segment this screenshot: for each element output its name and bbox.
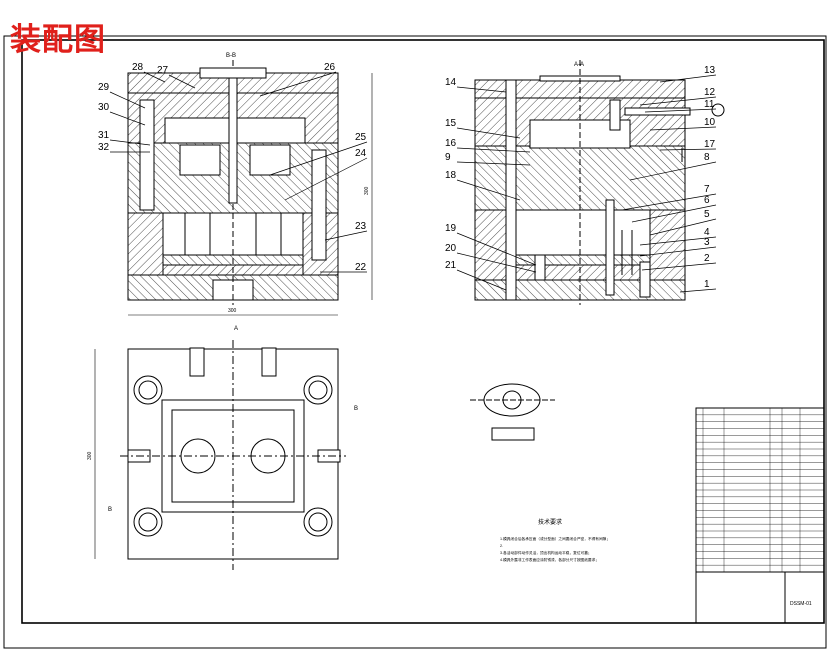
tech-req-line-3: 3.各活动部件动作灵活，顶出机构运动平稳，复位可靠； (500, 550, 592, 555)
callout-leader (649, 126, 717, 131)
front-width-dim: 300 (228, 308, 237, 314)
callout-15: 15 (445, 118, 457, 129)
callout-leader (679, 288, 717, 293)
callout-30: 30 (98, 102, 110, 113)
callout-22: 22 (355, 262, 367, 273)
plan-left-dim: 300 (87, 451, 93, 460)
plan-view: A 300 B B (87, 326, 358, 570)
callout-1: 1 (704, 279, 710, 290)
callout-20: 20 (445, 243, 457, 254)
callout-leader (456, 127, 521, 139)
callout-10: 10 (704, 117, 716, 128)
front-height-dim: 300 (364, 186, 370, 195)
callout-17: 17 (704, 139, 716, 150)
callout-21: 21 (445, 260, 457, 271)
tech-req-line-2: 2. (500, 544, 503, 548)
callout-leader (284, 157, 368, 201)
plan-section-label: A (234, 326, 238, 332)
outer-border (3, 35, 827, 649)
callout-leader (168, 74, 196, 89)
title-block-code: DSSM-01 (790, 601, 812, 607)
callout-25: 25 (355, 132, 367, 143)
callout-24: 24 (355, 148, 367, 159)
callout-leader (324, 230, 368, 241)
front-section-label: B-B (226, 53, 236, 59)
callout-leader (109, 139, 151, 146)
front-view: B-B 300 300 (127, 53, 373, 316)
callout-leader (109, 91, 146, 109)
callout-leader (631, 204, 717, 223)
side-view: A-A (474, 60, 725, 305)
plan-side-mark-right: B (354, 406, 358, 412)
callout-13: 13 (704, 65, 716, 76)
callout-29: 29 (98, 82, 110, 93)
callout-11: 11 (704, 99, 715, 110)
callout-19: 19 (445, 223, 457, 234)
callout-14: 14 (445, 77, 457, 88)
callout-4: 4 (704, 227, 710, 238)
callout-leader (456, 161, 531, 166)
title-block: DSSM-01 (695, 407, 825, 624)
callout-27: 27 (157, 65, 169, 76)
side-section-label: A-A (574, 62, 584, 68)
drawing-title: 装配图 (10, 22, 106, 58)
callout-leader (456, 147, 531, 153)
callout-31: 31 (98, 130, 110, 141)
callout-leader (109, 111, 146, 126)
callout-leader (649, 218, 717, 236)
callout-9: 9 (445, 152, 451, 163)
callout-18: 18 (445, 170, 457, 181)
callout-leader (629, 161, 717, 181)
callout-leader (659, 74, 717, 83)
callout-2: 2 (704, 253, 710, 264)
callout-leader (644, 108, 717, 113)
callout-leader (259, 71, 337, 97)
callout-26: 26 (324, 62, 336, 73)
callout-leader (269, 141, 368, 176)
callout-8: 8 (704, 152, 710, 163)
callout-28: 28 (132, 62, 144, 73)
callout-5: 5 (704, 209, 710, 220)
callout-32: 32 (98, 142, 110, 153)
callout-leader (639, 246, 717, 257)
callout-leader (639, 96, 717, 106)
callout-leader (621, 193, 717, 211)
tech-req-title: 技术要求 (538, 518, 562, 526)
inner-border (21, 39, 825, 624)
callout-3: 3 (704, 237, 710, 248)
callout-16: 16 (445, 138, 457, 149)
callout-leader (143, 71, 166, 83)
callout-leader (456, 179, 521, 201)
plan-side-mark-left: B (108, 507, 112, 513)
callout-23: 23 (355, 221, 367, 232)
callout-leader (456, 252, 537, 273)
tech-requirements: 技术要求 1.模具闭合后各承压面（或分型面）之间要闭合严密，不得有间隙； 2. … (500, 518, 610, 562)
tech-req-line-4: 4.模具外露非工作表面应涂防锈漆，各部分尺寸按图纸要求； (500, 557, 599, 562)
callout-7: 7 (704, 184, 710, 195)
callout-leader (456, 232, 537, 266)
callout-leader (641, 262, 717, 271)
callout-6: 6 (704, 195, 710, 206)
callout-leader (456, 86, 507, 93)
callout-leader (639, 236, 717, 246)
callout-12: 12 (704, 87, 716, 98)
tech-req-line-1: 1.模具闭合后各承压面（或分型面）之间要闭合严密，不得有间隙； (500, 536, 610, 541)
part-detail (470, 383, 555, 441)
callout-leader (659, 148, 717, 151)
callout-leader (456, 269, 507, 291)
